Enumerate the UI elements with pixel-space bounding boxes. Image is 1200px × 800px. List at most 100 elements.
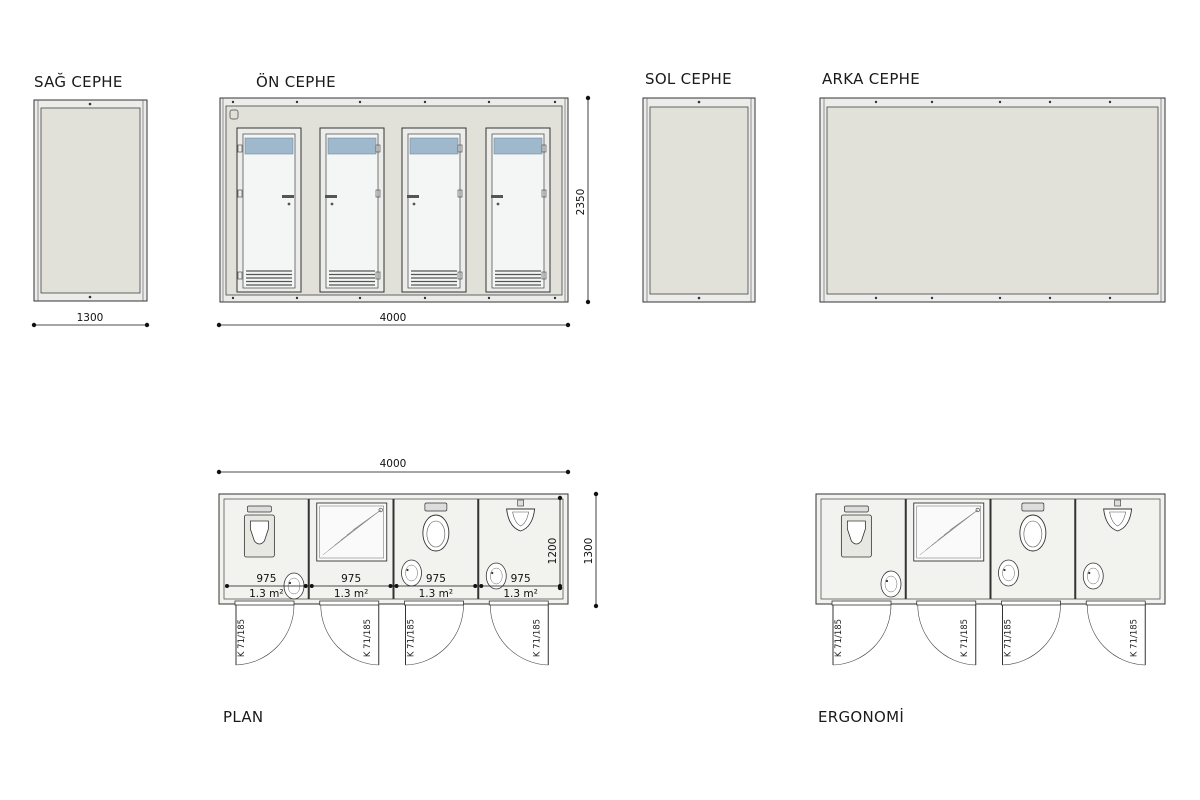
hinge-icon [375,189,381,198]
squat-pan-icon [249,520,269,545]
transom-window [409,137,459,155]
toilet-bowl-icon [1019,514,1047,552]
faucet-icon [1088,571,1091,575]
door-code-label: K 71/185 [1129,619,1139,657]
transom-window [327,137,377,155]
toilet-bowl-icon [422,514,450,552]
cistern-icon [424,502,448,512]
urinal-icon [506,508,536,532]
plan-title: PLAN [223,708,264,726]
sink-icon [401,559,422,587]
cabin-width-label: 975 [426,573,446,585]
squat-pan-icon [846,520,866,545]
door-swing-arc [832,604,892,666]
cabin-width-label: 975 [511,573,531,585]
door-code-label: K 71/185 [237,619,247,657]
hinge-icon [541,144,547,153]
shower-spray-line [352,509,381,531]
hinge-icon [237,144,243,153]
dim-tick [388,584,393,588]
cabin-1: K 71/185 [831,505,902,666]
cabin-area-label: 1.3 m² [503,588,537,600]
door-swing-arc [1086,604,1146,666]
transom-window [493,137,543,155]
faucet-icon [288,581,292,585]
door-code-label: K 71/185 [532,619,542,657]
flush-valve-icon [1114,499,1121,507]
hinge-icon [375,271,381,280]
cabin-4: K 71/185 [1074,499,1146,666]
urinal-icon [1103,508,1133,532]
dim-side-width: 1300 [77,312,104,324]
cabin-width-label: 975 [256,573,276,585]
door-handle-icon [407,195,419,198]
hinge-icon [237,271,243,280]
height-dimension: 2350 [575,95,591,305]
dim-plan-total-depth: 1300 [583,538,595,565]
cabin-area-label: 1.3 m² [419,588,453,600]
door-handle-icon [325,195,337,198]
lock-icon [287,202,291,206]
cabin-width-label: 975 [341,573,361,585]
dim-tick [309,584,314,588]
front-length-dimension: 4000 [216,312,571,328]
hinge-icon [375,144,381,153]
door-handle-icon [491,195,503,198]
back-facade-title: ARKA CEPHE [822,70,921,88]
shower-spray-line [949,509,978,531]
door-leaf [407,133,461,289]
front-facade [219,97,569,303]
door-threshold [1085,600,1146,606]
door [319,127,385,293]
cistern-icon [247,505,272,513]
vent-icon [229,109,239,120]
door-threshold [488,600,549,606]
door-swing-arc [320,604,379,666]
transom-window [244,137,294,155]
plan-length-dimension: 4000 [216,458,571,475]
hinge-icon [457,189,463,198]
door-swing-arc [235,604,295,666]
sink-icon [880,570,902,598]
dim-plan-inner-depth: 1200 [547,538,559,565]
door-leaf [242,133,296,289]
faucet-icon [491,571,494,575]
door-code-label: K 71/185 [1004,619,1014,657]
lock-icon [496,202,500,206]
dim-plan-length: 4000 [380,458,407,470]
sink-icon [485,562,507,590]
right-facade [33,99,148,302]
sink-icon [998,559,1019,587]
plan-total-depth-dimension: 1300 [583,491,599,609]
dim-tick [303,584,308,588]
faucet-icon [406,568,409,572]
door [401,127,467,293]
front-facade-title: ÖN CEPHE [256,73,336,91]
back-facade [819,97,1166,303]
door-threshold [404,600,464,606]
dim-height: 2350 [575,189,587,216]
sink-icon [1082,562,1104,590]
cabin-2: K 71/185 [904,499,985,666]
dim-tick [394,584,399,588]
front-doors [236,127,551,293]
hinge-icon [541,189,547,198]
lock-icon [412,202,416,206]
hinge-icon [457,271,463,280]
door-leaf [491,133,545,289]
right-facade-title: SAĞ CEPHE [34,73,123,91]
door-threshold [1001,600,1061,606]
door [236,127,302,293]
left-facade-title: SOL CEPHE [645,70,732,88]
door-swing-arc [1002,604,1061,666]
dim-tick [473,584,478,588]
door-swing-arc [489,604,549,666]
shower-head-icon [378,507,383,513]
